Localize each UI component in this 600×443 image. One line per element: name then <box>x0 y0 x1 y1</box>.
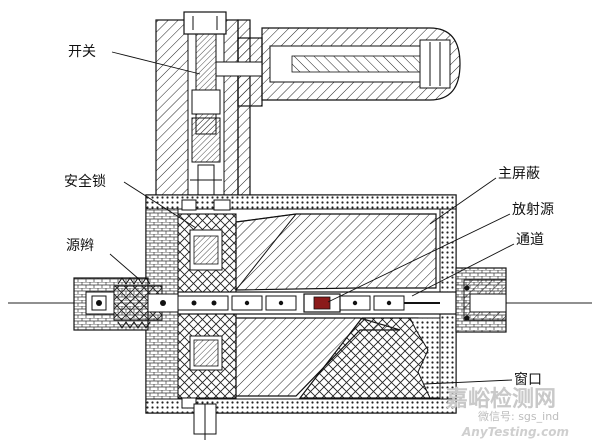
label-channel: 通道 <box>516 232 544 248</box>
label-radioactive-source: 放射源 <box>512 202 554 218</box>
switch-assembly <box>155 11 263 197</box>
leader-lines <box>109 51 515 385</box>
window-inner <box>409 317 441 399</box>
source-pigtail-connector <box>73 277 229 331</box>
label-window: 窗口 <box>514 371 542 388</box>
radioactive-source <box>303 293 341 313</box>
label-main-shield: 主屏蔽 <box>498 166 540 182</box>
outlet-fitting <box>455 267 507 333</box>
watermark-cn: 嘉峪检测网 <box>446 386 556 412</box>
label-safety-lock: 安全锁 <box>64 173 106 190</box>
watermark-en: AnyTesting.com <box>461 425 569 439</box>
label-switch: 开关 <box>68 44 96 60</box>
watermark-sub: 微信号: sgs_ind <box>478 409 559 423</box>
handle <box>261 27 461 101</box>
watermark: 嘉峪检测网 微信号: sgs_ind AnyTesting.com <box>446 386 569 439</box>
label-source-pigtail: 源辫 <box>66 238 94 254</box>
